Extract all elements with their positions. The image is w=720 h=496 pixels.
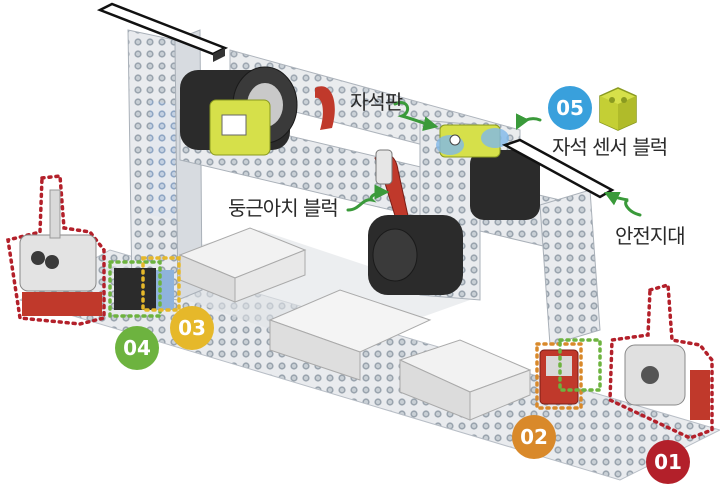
badge-03: 03: [170, 306, 214, 350]
badge-02: 02: [512, 415, 556, 459]
lower-motor: [368, 215, 463, 295]
arrow-magnet-plate: [393, 101, 439, 132]
badge-04: 04: [115, 326, 159, 370]
part-03-04: [108, 256, 181, 318]
badge-05: 05: [548, 86, 592, 130]
controllers: [178, 227, 532, 421]
leader-arrows: [346, 101, 642, 217]
arrow-safety: [603, 191, 642, 217]
label-magnet-plate: 자석판: [350, 90, 403, 114]
top-black-beam: [96, 2, 229, 62]
upper-motor: [180, 66, 335, 156]
badge-01: 01: [646, 440, 690, 484]
magnet-sensor-icon: [599, 87, 637, 131]
left-part: [6, 174, 106, 326]
label-safety-zone: 안전지대: [615, 224, 686, 248]
part-02: [535, 338, 602, 410]
safety-bar: [501, 138, 615, 199]
label-magnet-sensor-block: 자석 센서 블럭: [552, 135, 668, 159]
right-motor: [436, 124, 540, 220]
part-01: [608, 282, 714, 440]
arrow-arch: [346, 184, 390, 212]
label-round-arch-block: 둥근아치 블럭: [228, 196, 339, 220]
arrow-sensor: [515, 113, 542, 131]
